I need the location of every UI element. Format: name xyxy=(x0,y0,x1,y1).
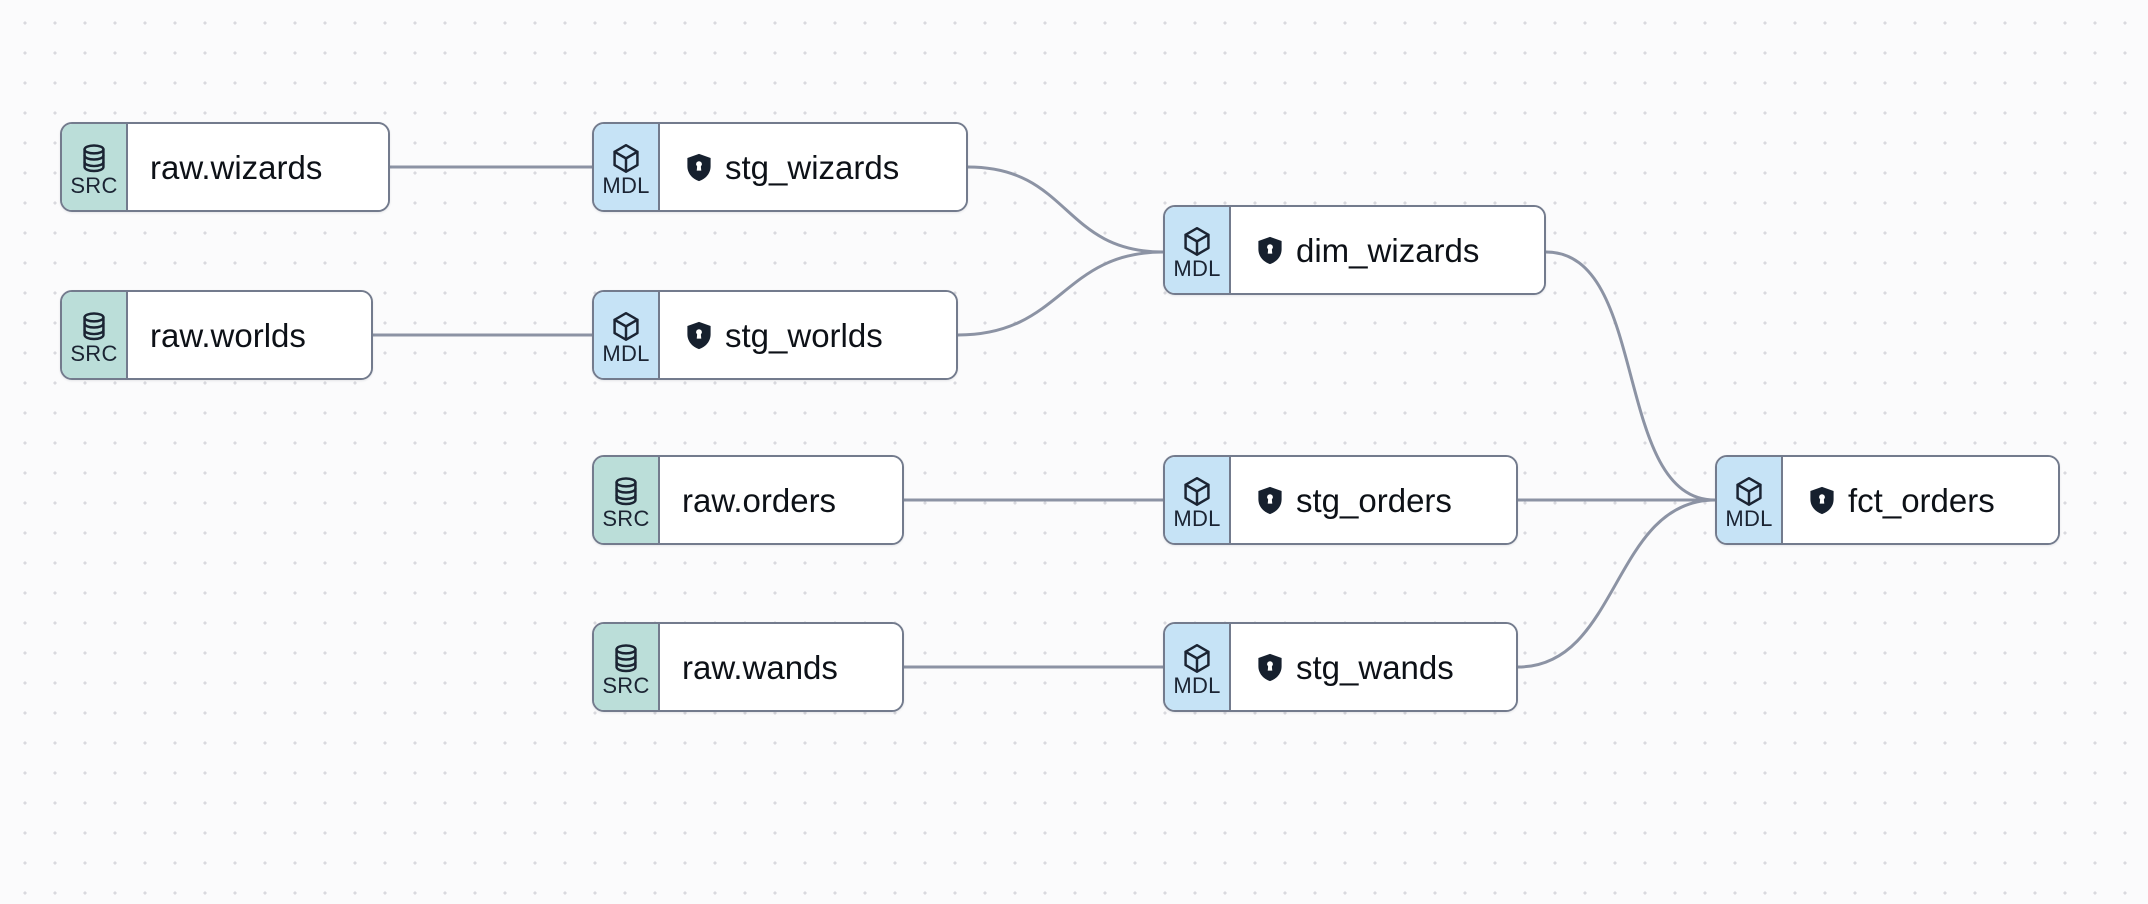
node-badge-src: SRC xyxy=(594,624,660,710)
edge-stg_wizards-to-dim_wizards[interactable] xyxy=(966,165,1165,254)
node-type-code: MDL xyxy=(602,340,650,366)
node-label: dim_wizards xyxy=(1296,231,1480,269)
node-label: raw.wizards xyxy=(150,148,323,186)
node-badge-src: SRC xyxy=(594,457,660,543)
node-type-code: MDL xyxy=(1173,672,1221,698)
database-icon xyxy=(611,476,641,507)
node-label: fct_orders xyxy=(1848,481,1995,519)
node-fct_orders[interactable]: MDL fct_orders xyxy=(1715,455,2060,545)
node-type-code: SRC xyxy=(602,672,650,698)
edge-stg_worlds-to-dim_wizards[interactable] xyxy=(956,250,1165,337)
edge-dim_wizards-to-fct_orders[interactable] xyxy=(1544,250,1717,502)
shield-lock-icon xyxy=(1257,653,1283,682)
node-badge-mdl: MDL xyxy=(1165,624,1231,710)
node-raw_worlds[interactable]: SRC raw.worlds xyxy=(60,290,373,380)
node-badge-mdl: MDL xyxy=(1165,207,1231,293)
node-label: raw.orders xyxy=(682,481,837,519)
node-badge-mdl: MDL xyxy=(594,124,660,210)
cube-icon xyxy=(1734,476,1764,507)
node-body: stg_orders xyxy=(1231,457,1516,543)
node-body: stg_wands xyxy=(1231,624,1516,710)
node-body: dim_wizards xyxy=(1231,207,1544,293)
node-body: stg_worlds xyxy=(660,292,956,378)
shield-lock-icon xyxy=(686,321,712,350)
node-label: stg_wizards xyxy=(725,148,900,186)
node-body: stg_wizards xyxy=(660,124,966,210)
cube-icon xyxy=(611,311,641,342)
node-badge-mdl: MDL xyxy=(1165,457,1231,543)
node-stg_wizards[interactable]: MDL stg_wizards xyxy=(592,122,968,212)
node-stg_worlds[interactable]: MDL stg_worlds xyxy=(592,290,958,380)
cube-icon xyxy=(1182,476,1212,507)
database-icon xyxy=(79,143,109,174)
shield-lock-icon xyxy=(1257,486,1283,515)
node-body: fct_orders xyxy=(1783,457,2058,543)
node-type-code: SRC xyxy=(70,340,118,366)
node-body: raw.orders xyxy=(660,457,902,543)
node-stg_orders[interactable]: MDL stg_orders xyxy=(1163,455,1518,545)
node-type-code: SRC xyxy=(602,505,650,531)
database-icon xyxy=(79,311,109,342)
database-icon xyxy=(611,643,641,674)
node-stg_wands[interactable]: MDL stg_wands xyxy=(1163,622,1518,712)
node-raw_wands[interactable]: SRC raw.wands xyxy=(592,622,904,712)
node-type-code: SRC xyxy=(70,172,118,198)
cube-icon xyxy=(1182,226,1212,257)
node-label: stg_wands xyxy=(1296,648,1454,686)
node-raw_orders[interactable]: SRC raw.orders xyxy=(592,455,904,545)
node-type-code: MDL xyxy=(602,172,650,198)
shield-lock-icon xyxy=(686,153,712,182)
node-body: raw.wands xyxy=(660,624,902,710)
shield-lock-icon xyxy=(1257,236,1283,265)
node-label: raw.worlds xyxy=(150,316,306,354)
node-badge-src: SRC xyxy=(62,292,128,378)
node-type-code: MDL xyxy=(1173,505,1221,531)
node-body: raw.worlds xyxy=(128,292,371,378)
edge-stg_wands-to-fct_orders[interactable] xyxy=(1516,498,1717,669)
shield-lock-icon xyxy=(1809,486,1835,515)
cube-icon xyxy=(1182,643,1212,674)
node-label: stg_orders xyxy=(1296,481,1452,519)
node-badge-src: SRC xyxy=(62,124,128,210)
node-raw_wizards[interactable]: SRC raw.wizards xyxy=(60,122,390,212)
node-label: raw.wands xyxy=(682,648,838,686)
node-badge-mdl: MDL xyxy=(1717,457,1783,543)
node-body: raw.wizards xyxy=(128,124,388,210)
node-type-code: MDL xyxy=(1173,255,1221,281)
cube-icon xyxy=(611,143,641,174)
node-badge-mdl: MDL xyxy=(594,292,660,378)
node-label: stg_worlds xyxy=(725,316,883,354)
node-dim_wizards[interactable]: MDL dim_wizards xyxy=(1163,205,1546,295)
node-type-code: MDL xyxy=(1725,505,1773,531)
